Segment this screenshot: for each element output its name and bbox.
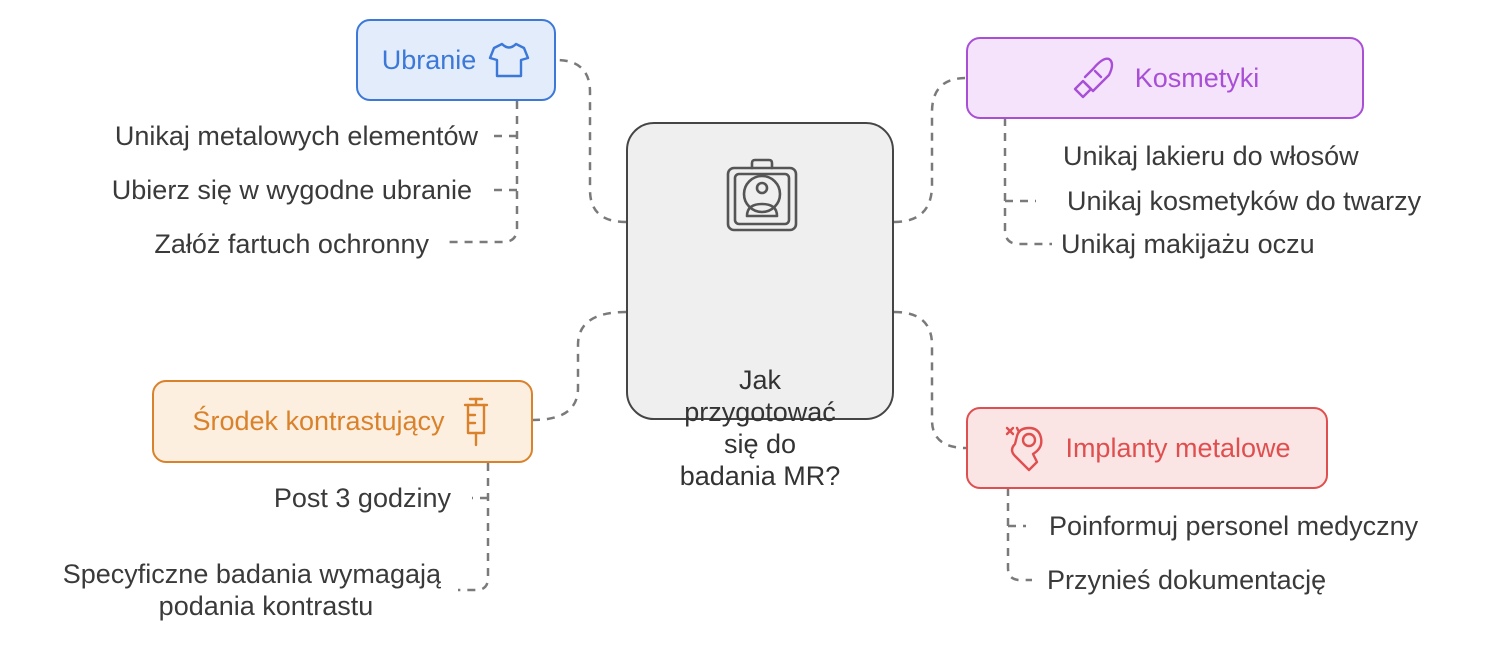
leaf-implants-1: Poinformuj personel medyczny (1049, 511, 1419, 541)
connector-center-cosmetics (893, 76, 967, 224)
connector-implants-leaves (1006, 488, 1032, 582)
leaf-contrast-2-line: podania kontrastu (158, 591, 374, 621)
connector-center-implants (893, 310, 967, 450)
leaf-clothing-2: Ubierz się w wygodne ubranie (111, 175, 472, 205)
connector-cosmetics-leaves (1003, 118, 1052, 246)
tshirt-icon (489, 42, 530, 78)
leaf-cosmetics-2: Unikaj kosmetyków do twarzy (1067, 186, 1422, 216)
leaf-contrast-2-line: Specyficzne badania wymagają (62, 559, 441, 589)
branch-implants: Implanty metalowe (966, 407, 1328, 489)
central-title-line: się do (723, 429, 797, 459)
connector-center-contrast (532, 310, 627, 422)
central-topic: Jak przygotować się do badania MR? (626, 122, 894, 491)
connector-contrast-leaves (458, 463, 490, 592)
leaf-contrast-1: Post 3 godziny (273, 483, 451, 513)
leaf-contrast-2: Specyficzne badania wymagają podania kon… (1, 558, 441, 622)
mri-scanner-icon (726, 158, 798, 232)
central-title: Jak przygotować się do badania MR? (628, 364, 892, 492)
branch-clothing-label: Ubranie (381, 44, 477, 75)
central-title-line: badania MR? (679, 461, 841, 491)
leaf-cosmetics-1: Unikaj lakieru do włosów (1063, 141, 1359, 171)
leaf-cosmetics-3: Unikaj makijażu oczu (1061, 229, 1315, 259)
branch-implants-label: Implanty metalowe (1065, 432, 1291, 463)
central-title-line: Jak (738, 365, 782, 395)
syringe-icon (463, 397, 488, 446)
connector-clothing-leaves (446, 101, 519, 244)
central-title-line: przygotować (684, 397, 836, 427)
lipstick-icon (1073, 57, 1113, 99)
leaf-clothing-1: Unikaj metalowych elementów (114, 121, 478, 151)
branch-cosmetics: Kosmetyki (966, 37, 1364, 119)
branch-clothing: Ubranie (356, 19, 556, 101)
branch-contrast: Środek kontrastujący (152, 380, 533, 463)
leaf-clothing-3: Załóż fartuch ochronny (154, 229, 429, 259)
connector-center-clothing (555, 58, 627, 224)
leaf-implants-2: Przynieś dokumentację (1047, 565, 1327, 595)
branch-cosmetics-label: Kosmetyki (1134, 62, 1260, 93)
bone-implant-icon (1006, 426, 1043, 472)
branch-contrast-label: Środek kontrastujący (192, 406, 445, 436)
